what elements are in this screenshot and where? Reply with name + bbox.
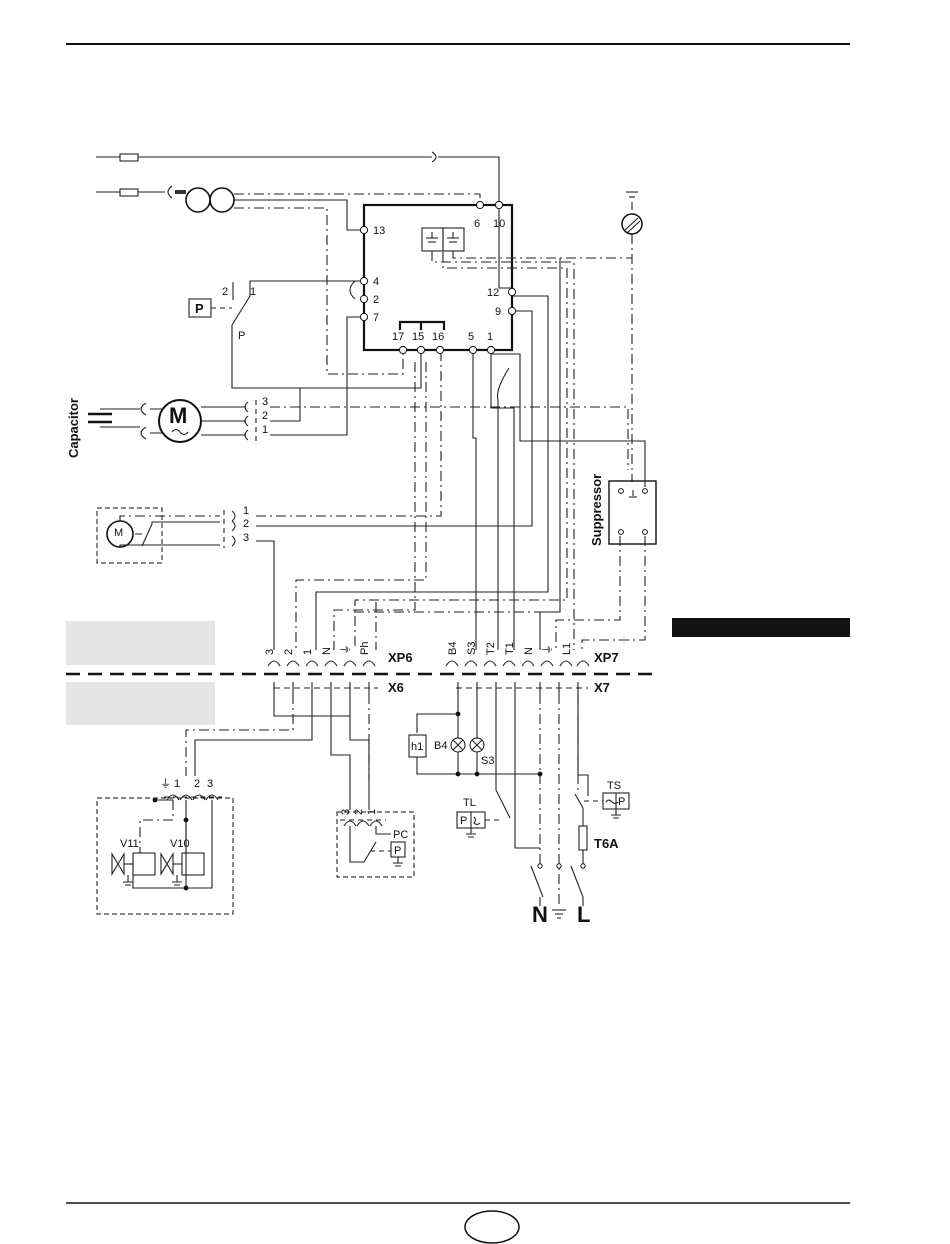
supply-n-label: N [532, 902, 548, 927]
xp6-pin-2: 2 [283, 649, 295, 655]
xp7-pin-l1: L1 [561, 643, 573, 655]
pin-label-7: 7 [373, 312, 379, 324]
grey-panel-bottom [66, 682, 215, 725]
section-tab-bar [672, 618, 850, 637]
pc-p: P [394, 845, 401, 857]
pin-label-15: 15 [412, 331, 424, 343]
pc-connector [340, 820, 386, 826]
servo-m-label: M [114, 527, 123, 539]
xp7-pin-earth: ⏚ [541, 644, 554, 655]
h1-label: h1 [411, 741, 423, 753]
v11-label: V11 [120, 838, 139, 850]
transformer-coil-2 [210, 188, 234, 212]
suppressor-label: Suppressor [589, 474, 604, 546]
t6a-label: T6A [594, 836, 619, 851]
valve-terminal-1: 1 [174, 778, 180, 790]
pc-terminal-2: 2 [353, 809, 365, 815]
tl-label: TL [463, 797, 476, 809]
x6-label: X6 [388, 680, 404, 695]
page-number-oval [465, 1211, 519, 1243]
xp7-connector [446, 661, 589, 666]
tl-p: P [460, 815, 467, 827]
pin-label-2: 2 [373, 294, 379, 306]
transformer-coil-1 [186, 188, 210, 212]
xp6-connector [268, 661, 375, 666]
motor-terminal-2: 2 [262, 410, 268, 422]
xp6-pin-1: 1 [302, 649, 314, 655]
b4-label: B4 [434, 740, 447, 752]
xp7-pin-t1: T1 [504, 642, 516, 655]
pc-terminal-1: 1 [366, 809, 378, 815]
pressure-switch-label: P [195, 301, 204, 316]
s3-label: S3 [481, 755, 494, 767]
valve-terminal-earth: ⏚ [160, 777, 171, 790]
pc-label: PC [393, 829, 408, 841]
servo-terminal-3: 3 [243, 532, 249, 544]
x6-connector [274, 682, 378, 694]
supply-l-label: L [577, 902, 590, 927]
xp6-pin-n: N [321, 647, 333, 655]
servo-terminal-2: 2 [243, 518, 249, 530]
t6a-fuse [579, 826, 587, 850]
xp6-pin-earth: ⏚ [339, 644, 352, 655]
xp7-label: XP7 [594, 650, 619, 665]
pc-terminal-3: 3 [340, 809, 352, 815]
pin-label-12: 12 [487, 287, 499, 299]
ts-label: TS [607, 780, 621, 792]
pin-label-1: 1 [487, 331, 493, 343]
fan-motor-connector [245, 400, 256, 442]
xp7-pin-b4: B4 [447, 642, 459, 655]
pin-label-4: 4 [373, 276, 379, 288]
v10-label: V10 [170, 838, 190, 850]
valve-terminal-2: 2 [194, 778, 200, 790]
pin-label-17: 17 [392, 331, 404, 343]
servo-connector [224, 510, 235, 548]
pressure-switch-pole: P [238, 330, 245, 342]
fan-motor-m: M [169, 403, 187, 428]
pin-label-6: 6 [474, 218, 480, 230]
x7-label: X7 [594, 680, 610, 695]
supply-earth-symbol [552, 910, 566, 918]
xp7-pin-t2: T2 [485, 642, 497, 655]
pin-label-13: 13 [373, 225, 385, 237]
pin-label-9: 9 [495, 306, 501, 318]
grey-panel-top [66, 621, 215, 665]
earth-terminals [422, 228, 464, 251]
motor-terminal-1: 1 [262, 424, 268, 436]
xp6-pin-3: 3 [264, 649, 276, 655]
servo-terminal-1: 1 [243, 505, 249, 517]
ts-p: P [618, 796, 625, 808]
xp7-pin-s3: S3 [466, 642, 478, 655]
xp7-pin-n: N [523, 647, 535, 655]
suppressor-terminals [619, 489, 648, 535]
control-box [364, 205, 512, 350]
v10-coil [182, 853, 204, 875]
capacitor-symbol [88, 414, 112, 422]
pressure-switch-contact-2: 2 [222, 286, 228, 298]
motor-terminal-3: 3 [262, 396, 268, 408]
xp6-pin-ph: Ph [359, 642, 371, 655]
pressure-switch-contact-1: 1 [250, 286, 256, 298]
pin-label-5: 5 [468, 331, 474, 343]
pin-label-16: 16 [432, 331, 444, 343]
valve-box [97, 798, 233, 914]
valve-terminal-3: 3 [207, 778, 213, 790]
xp6-label: XP6 [388, 650, 413, 665]
x7-connector [456, 682, 588, 694]
v11-coil [133, 853, 155, 875]
capacitor-label: Capacitor [66, 398, 81, 458]
